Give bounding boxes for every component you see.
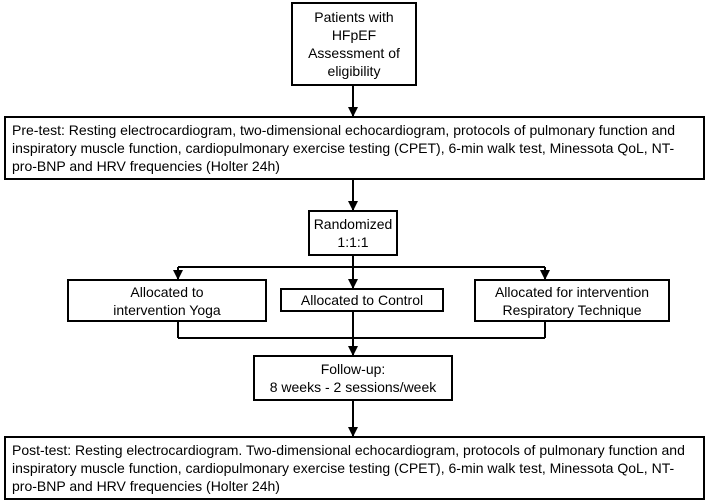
respiratory-box: Allocated for intervention Respiratory T… bbox=[474, 279, 670, 322]
pretest-text: Pre-test: Resting electrocardiogram, two… bbox=[12, 122, 675, 174]
randomized-box: Randomized 1:1:1 bbox=[308, 210, 398, 256]
followup-box: Follow-up: 8 weeks - 2 sessions/week bbox=[253, 355, 453, 401]
control-text: Allocated to Control bbox=[300, 292, 424, 308]
posttest-box: Post-test: Resting electrocardiogram. Tw… bbox=[4, 436, 705, 500]
followup-text: Follow-up: 8 weeks - 2 sessions/week bbox=[269, 361, 437, 395]
randomized-text: Randomized 1:1:1 bbox=[313, 216, 393, 250]
respiratory-text: Allocated for intervention Respiratory T… bbox=[494, 283, 650, 318]
eligibility-box: Patients with HFpEF Assessment of eligib… bbox=[291, 2, 417, 86]
yoga-box: Allocated to intervention Yoga bbox=[67, 279, 267, 322]
eligibility-text: Patients with HFpEF Assessment of eligib… bbox=[308, 9, 400, 79]
control-box: Allocated to Control bbox=[280, 288, 444, 312]
pretest-box: Pre-test: Resting electrocardiogram, two… bbox=[4, 116, 705, 180]
posttest-text: Post-test: Resting electrocardiogram. Tw… bbox=[12, 442, 685, 494]
yoga-text: Allocated to intervention Yoga bbox=[113, 283, 221, 318]
